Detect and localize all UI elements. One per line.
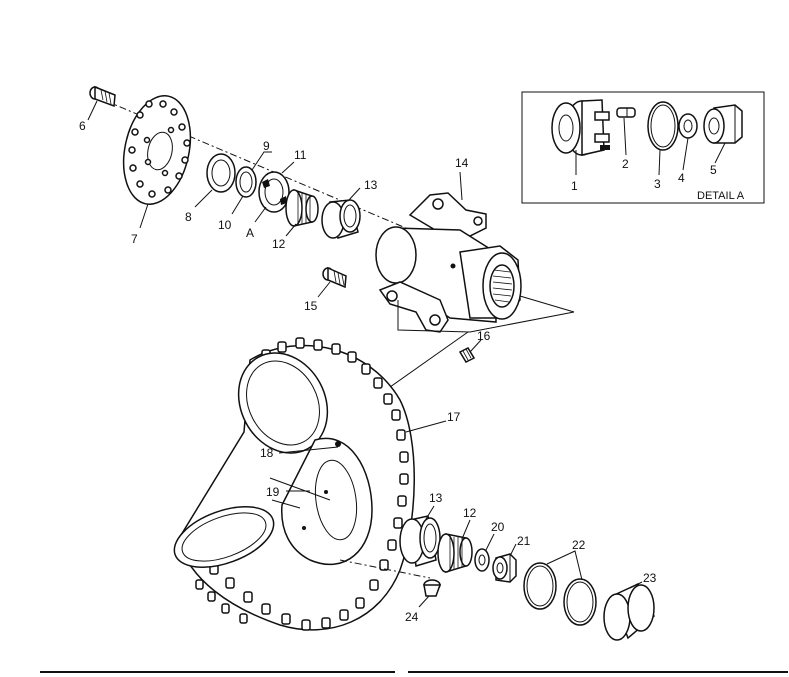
valve-stem-24 bbox=[423, 579, 442, 597]
castle-nut-21 bbox=[492, 553, 517, 583]
callout-12-lower: 12 bbox=[463, 506, 477, 520]
detail-part-3-ring bbox=[647, 101, 679, 151]
callout-13-upper: 13 bbox=[364, 178, 378, 192]
detail-a-box: DETAIL A bbox=[521, 91, 765, 204]
bearing-race-13-lower bbox=[399, 515, 441, 567]
callout-17: 17 bbox=[447, 410, 461, 424]
callout-20: 20 bbox=[491, 520, 505, 534]
callout-24: 24 bbox=[405, 610, 419, 624]
callout-12-upper: 12 bbox=[272, 237, 286, 251]
o-ring-22-b bbox=[563, 578, 597, 626]
callout-7: 7 bbox=[131, 232, 138, 246]
callout-8: 8 bbox=[185, 210, 192, 224]
steering-knuckle-14 bbox=[375, 192, 522, 333]
detail-part-5-nut bbox=[703, 104, 743, 144]
callout-2: 2 bbox=[622, 157, 629, 171]
callout-10: 10 bbox=[218, 218, 232, 232]
callout-6: 6 bbox=[79, 119, 86, 133]
detail-part-1-hub bbox=[551, 99, 610, 156]
callout-18: 18 bbox=[260, 446, 274, 460]
detail-part-2-pin bbox=[616, 107, 636, 118]
bearing-11 bbox=[258, 171, 290, 213]
snap-ring-9 bbox=[235, 166, 257, 198]
callout-15: 15 bbox=[304, 299, 318, 313]
axis-centerline-lower bbox=[339, 559, 431, 579]
seal-8 bbox=[206, 153, 236, 193]
detail-a-label: DETAIL A bbox=[697, 190, 745, 202]
callout-detail-a-ref: A bbox=[246, 226, 254, 240]
brake-disc-7 bbox=[122, 95, 192, 205]
callout-3: 3 bbox=[654, 177, 661, 191]
roller-bearing-12-lower bbox=[437, 533, 473, 574]
callout-4: 4 bbox=[678, 171, 685, 185]
bearing-race-13-upper bbox=[321, 199, 361, 239]
callout-19: 19 bbox=[266, 485, 280, 499]
callout-16: 16 bbox=[477, 329, 491, 343]
callout-21: 21 bbox=[517, 534, 531, 548]
callout-5: 5 bbox=[710, 163, 717, 177]
callout-23: 23 bbox=[643, 571, 657, 585]
callout-13-lower: 13 bbox=[429, 491, 443, 505]
callout-9: 9 bbox=[263, 139, 270, 153]
roller-bearing-12-upper bbox=[285, 188, 319, 227]
set-screw-16 bbox=[458, 347, 476, 363]
callout-1: 1 bbox=[571, 179, 578, 193]
tire-17 bbox=[173, 337, 415, 631]
detail-part-4-washer bbox=[678, 113, 698, 139]
washer-20 bbox=[474, 548, 490, 572]
callout-22: 22 bbox=[572, 538, 586, 552]
bolt-6 bbox=[89, 85, 116, 108]
dust-cap-23 bbox=[603, 583, 655, 641]
o-ring-22-a bbox=[523, 562, 557, 610]
callout-14: 14 bbox=[455, 156, 469, 170]
callout-11: 11 bbox=[294, 148, 307, 162]
bolt-15 bbox=[322, 266, 347, 289]
axis-centerline bbox=[91, 94, 421, 235]
